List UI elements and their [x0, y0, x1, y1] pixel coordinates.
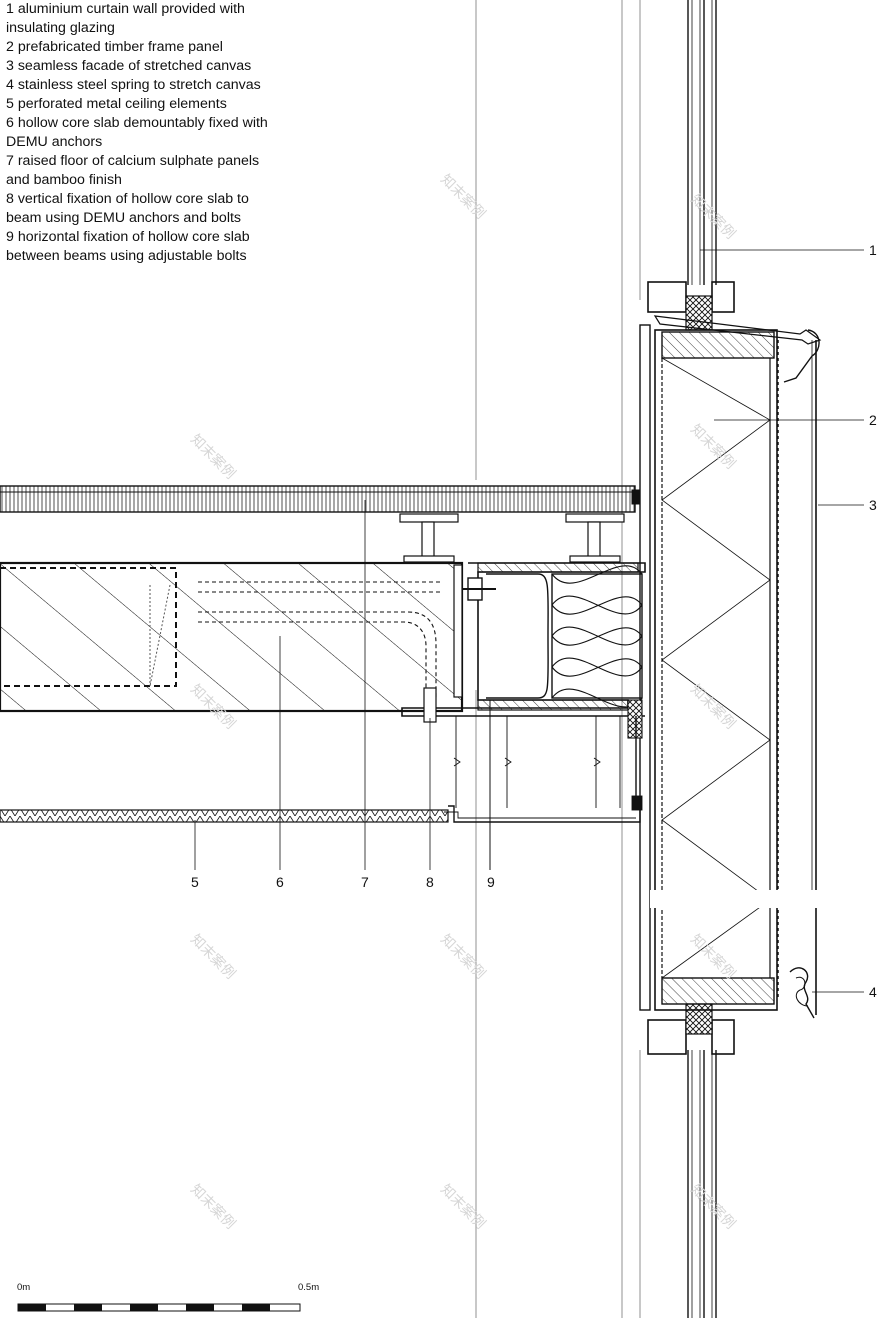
callout-5: 5: [191, 874, 199, 890]
watermark-11: 知末案例: [437, 1181, 489, 1233]
watermark-2: 知末案例: [437, 171, 489, 223]
stretched-canvas-facade: [783, 329, 820, 1019]
watermark-12: 知末案例: [687, 1181, 739, 1233]
legend-item-4: 4 stainless steel spring to stretch canv…: [6, 77, 261, 93]
perforated-metal-ceiling: [0, 805, 641, 823]
legend-item-2: 2 prefabricated timber frame panel: [6, 39, 223, 55]
watermark-4: 知末案例: [687, 421, 739, 473]
watermark-8: 知末案例: [437, 931, 489, 983]
watermark-3: 知末案例: [187, 431, 239, 483]
scale-start-label: 0m: [17, 1282, 30, 1293]
hollow-core-slab: [0, 561, 464, 713]
ceiling-void-framing: [453, 716, 643, 811]
callout-7: 7: [361, 874, 369, 890]
callout-9: 9: [487, 874, 495, 890]
legend-item-5: 5 perforated metal ceiling elements: [6, 96, 227, 112]
beam-insulation: [551, 565, 643, 739]
watermark-9: 知末案例: [687, 931, 739, 983]
legend-item-7: 7 raised floor of calcium sulphate panel…: [6, 153, 260, 188]
watermark-6: 知末案例: [687, 681, 739, 733]
callout-8: 8: [426, 874, 434, 890]
legend-item-9: 9 horizontal fixation of hollow core sla…: [6, 229, 250, 264]
watermark-1: 知末案例: [687, 191, 739, 243]
watermark-7: 知末案例: [187, 931, 239, 983]
callout-labels: 1 2 3 4 5 6 7 8 9: [191, 242, 877, 1000]
timber-frame-panel: [639, 324, 850, 1011]
watermark-10: 知末案例: [187, 1181, 239, 1233]
curtain-wall-glazing-top: [647, 0, 822, 345]
curtain-wall-glazing-bottom: [647, 1003, 735, 1318]
callout-2: 2: [869, 412, 877, 428]
leader-lines: [194, 249, 864, 993]
callout-6: 6: [276, 874, 284, 890]
scale-bar: 0m 0.5m: [17, 1282, 319, 1312]
steel-beam: [401, 562, 646, 723]
callout-3: 3: [869, 497, 877, 513]
legend-item-6: 6 hollow core slab demountably fixed wit…: [6, 115, 268, 150]
callout-4: 4: [869, 984, 877, 1000]
legend-item-8: 8 vertical fixation of hollow core slab …: [6, 191, 249, 226]
legend-list: 1 aluminium curtain wall provided with i…: [6, 0, 268, 266]
legend-item-1: 1 aluminium curtain wall provided with i…: [6, 1, 245, 36]
reference-lines: [475, 0, 641, 1318]
legend-item-3: 3 seamless facade of stretched canvas: [6, 58, 252, 74]
raised-floor: [0, 485, 641, 563]
callout-1: 1: [869, 242, 877, 258]
scale-end-label: 0.5m: [298, 1282, 319, 1293]
